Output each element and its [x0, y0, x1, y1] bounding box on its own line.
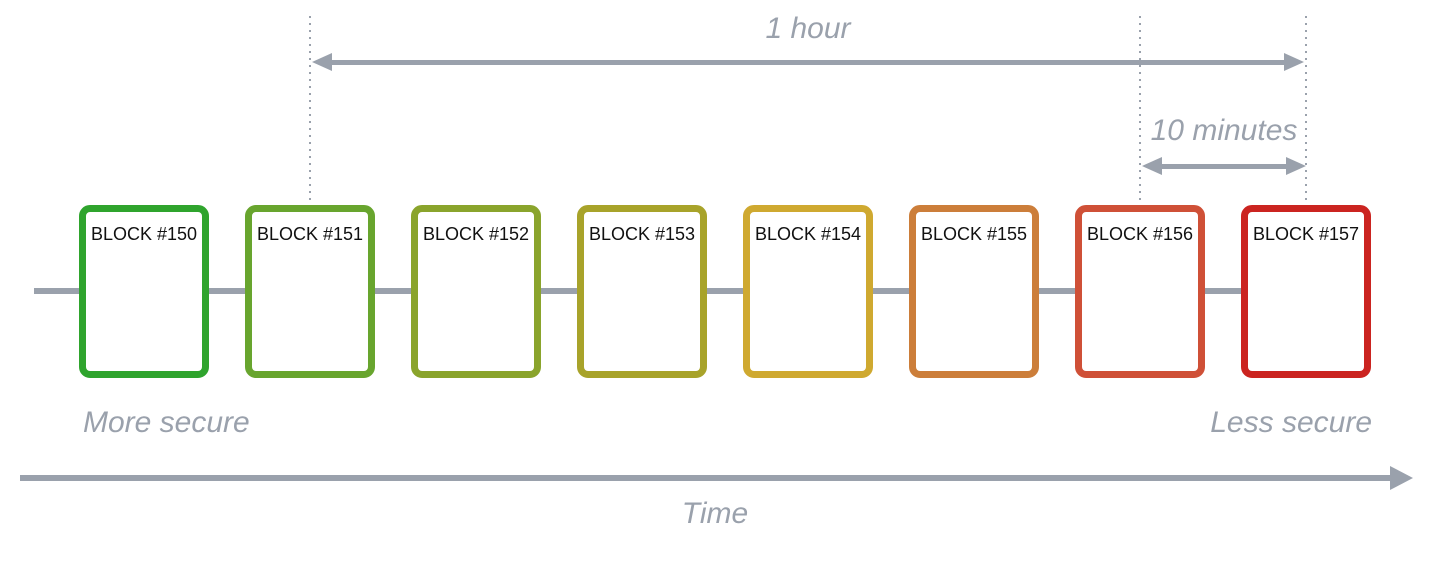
block-label: BLOCK #154	[754, 224, 862, 244]
block-label: BLOCK #151	[256, 224, 364, 244]
time-axis-line	[20, 475, 1392, 481]
dotted-guide-block-157	[1305, 16, 1307, 205]
block-label: BLOCK #155	[920, 224, 1028, 244]
arrow-right-head-icon	[1286, 157, 1306, 175]
block-card: BLOCK #152	[411, 205, 541, 378]
block-label: BLOCK #152	[422, 224, 530, 244]
one-hour-arrow	[312, 53, 1304, 71]
block-label: BLOCK #150	[90, 224, 198, 244]
arrow-right-head-icon	[1284, 53, 1304, 71]
dotted-guide-block-156	[1139, 16, 1141, 205]
dotted-guide-block-151	[309, 16, 311, 205]
more-secure-label: More secure	[83, 406, 250, 439]
block-label: BLOCK #157	[1252, 224, 1360, 244]
arrow-line	[1158, 164, 1290, 169]
block-card: BLOCK #154	[743, 205, 873, 378]
block-card: BLOCK #151	[245, 205, 375, 378]
block-label: BLOCK #153	[588, 224, 696, 244]
less-secure-label: Less secure	[1210, 406, 1372, 439]
arrow-left-head-icon	[312, 53, 332, 71]
block-card: BLOCK #156	[1075, 205, 1205, 378]
time-axis-label: Time	[681, 497, 749, 530]
one-hour-label: 1 hour	[765, 12, 851, 45]
arrow-line	[328, 60, 1288, 65]
ten-minutes-arrow	[1142, 157, 1306, 175]
arrow-left-head-icon	[1142, 157, 1162, 175]
block-label: BLOCK #156	[1086, 224, 1194, 244]
ten-minutes-label: 10 minutes	[1150, 114, 1298, 147]
block-card: BLOCK #153	[577, 205, 707, 378]
block-card: BLOCK #157	[1241, 205, 1371, 378]
time-axis-arrowhead-icon	[1390, 466, 1413, 490]
block-card: BLOCK #150	[79, 205, 209, 378]
block-card: BLOCK #155	[909, 205, 1039, 378]
